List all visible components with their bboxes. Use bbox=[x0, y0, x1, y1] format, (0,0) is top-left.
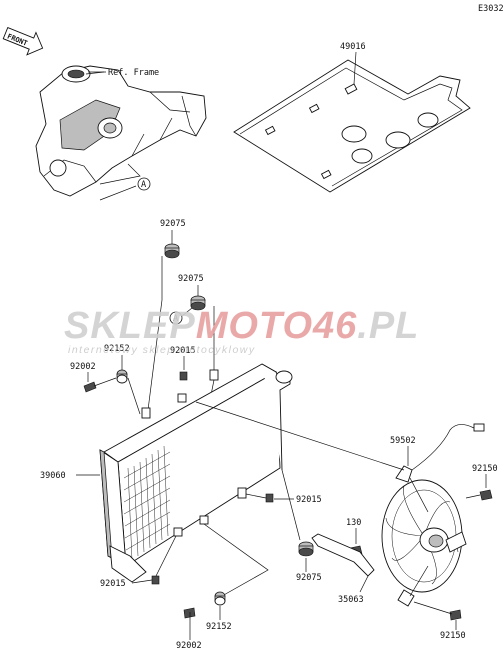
label-92075-c: 92075 bbox=[296, 573, 322, 583]
label-92075-a: 92075 bbox=[160, 219, 186, 229]
clip-92015-top bbox=[179, 371, 188, 381]
collar-92152-top bbox=[116, 369, 128, 384]
label-92152-bottom: 92152 bbox=[206, 622, 232, 632]
label-35063: 35063 bbox=[338, 595, 364, 605]
bolt-92002-bottom bbox=[183, 607, 196, 632]
watermark: SKLEPMOTO46.PL internetowy sklep motocyk… bbox=[64, 305, 419, 356]
grommet-92075-c bbox=[298, 541, 314, 557]
watermark-tagline: internetowy sklep motocyklowy bbox=[68, 344, 256, 356]
bolt-92150-top bbox=[465, 489, 493, 501]
label-39060: 39060 bbox=[40, 471, 66, 481]
label-59502: 59502 bbox=[390, 436, 416, 446]
label-92152-top: 92152 bbox=[104, 344, 130, 354]
radiator-39060 bbox=[99, 363, 293, 583]
callout-a-radiator bbox=[169, 311, 183, 325]
watermark-part3: .PL bbox=[357, 305, 419, 347]
clip-92015-right bbox=[265, 493, 274, 503]
callout-a-radiator-label: A bbox=[173, 314, 178, 324]
label-92015-right: 92015 bbox=[296, 495, 322, 505]
radiator-guard-49016 bbox=[233, 59, 471, 193]
cooling-fan-59502 bbox=[381, 423, 485, 607]
label-92002-bottom: 92002 bbox=[176, 641, 202, 651]
label-92015-bottom: 92015 bbox=[100, 579, 126, 589]
diagram-code: E3032 bbox=[478, 4, 504, 14]
label-92002-top: 92002 bbox=[70, 362, 96, 372]
bolt-92002-top bbox=[83, 377, 117, 393]
frame-reference-drawing bbox=[35, 65, 207, 197]
front-arrow-icon: FRONT bbox=[2, 26, 44, 56]
label-92150-top: 92150 bbox=[472, 464, 498, 474]
label-49016: 49016 bbox=[340, 42, 366, 52]
label-92075-b: 92075 bbox=[178, 274, 204, 284]
label-92150-bottom: 92150 bbox=[440, 631, 466, 641]
label-92015-top: 92015 bbox=[170, 346, 196, 356]
bracket-35063 bbox=[311, 533, 375, 577]
watermark-part1: SKLEP bbox=[64, 305, 196, 347]
clip-92015-bottom bbox=[151, 575, 160, 585]
watermark-part2: MOTO46 bbox=[196, 305, 358, 347]
label-130: 130 bbox=[346, 518, 361, 528]
grommet-92075-a bbox=[164, 243, 180, 259]
collar-92152-bottom bbox=[214, 591, 226, 606]
grommet-92075-b bbox=[190, 295, 206, 311]
svg-text:SKLEPMOTO46.PL: SKLEPMOTO46.PL bbox=[64, 305, 419, 347]
bolt-92150-bottom bbox=[449, 609, 462, 621]
ref-frame-label: Ref. Frame bbox=[108, 68, 159, 78]
callout-a-frame-label: A bbox=[141, 180, 146, 190]
callout-a-frame bbox=[137, 177, 151, 191]
